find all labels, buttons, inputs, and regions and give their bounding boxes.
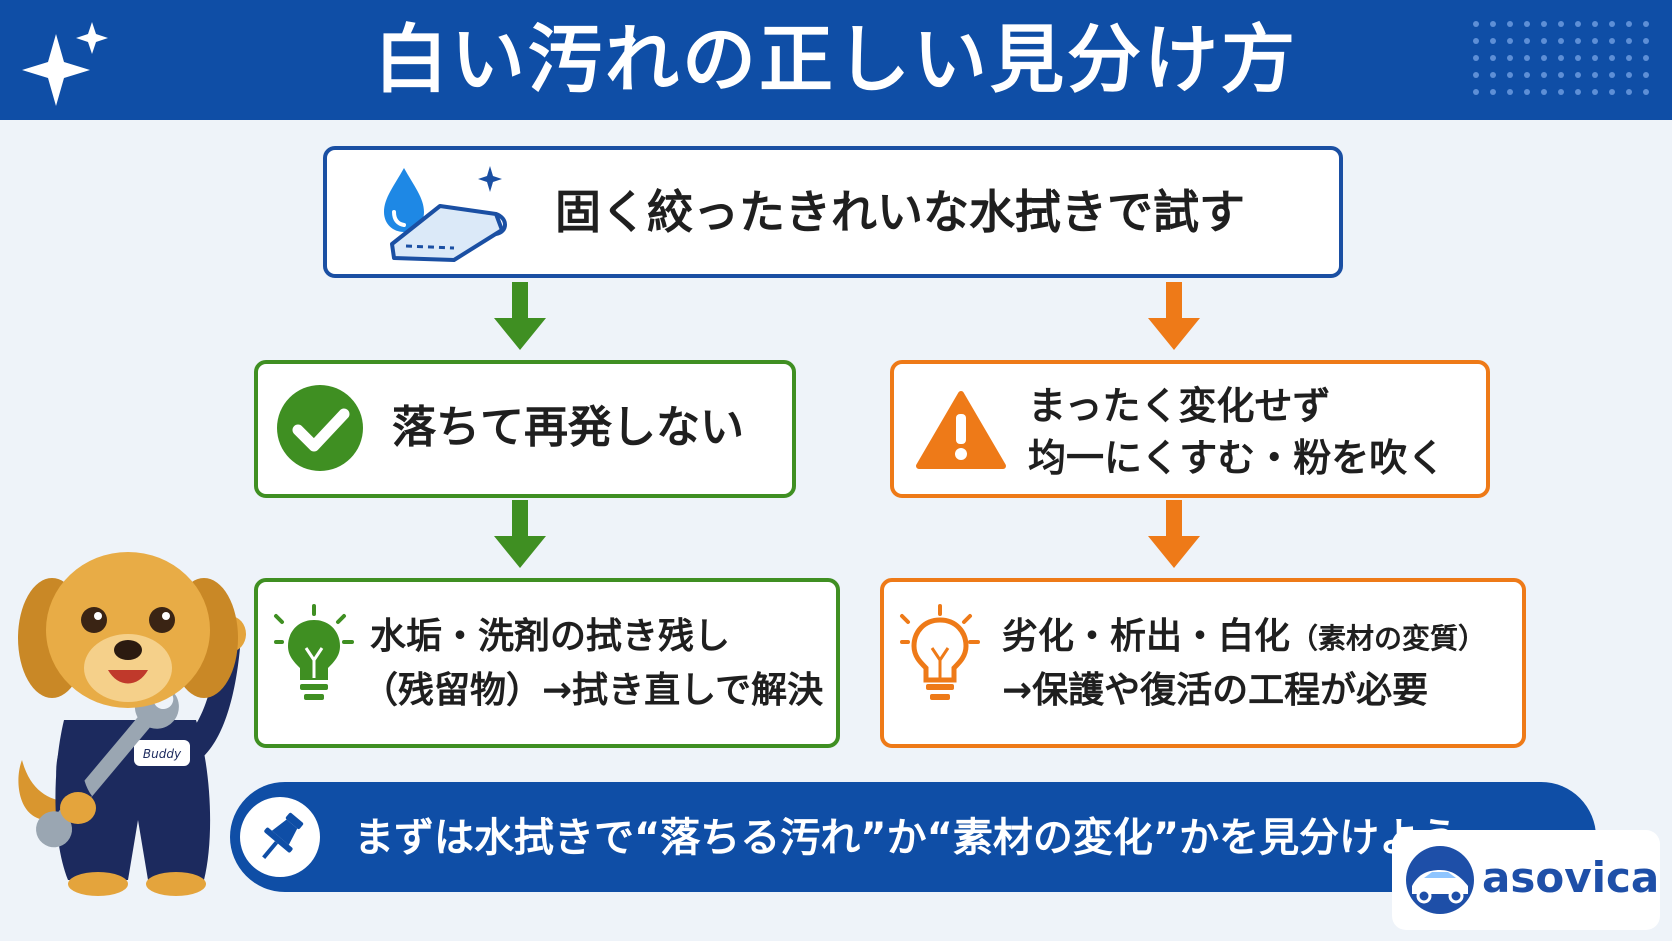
decoration-dot (1575, 89, 1581, 95)
result-ok-box (254, 578, 840, 748)
decoration-dot (1490, 38, 1496, 44)
decoration-dot (1473, 72, 1479, 78)
decoration-dot (1626, 21, 1632, 27)
decoration-dot (1473, 21, 1479, 27)
summary-banner (230, 782, 1596, 892)
result-ng-line2: →保護や復活の工程が必要 (1002, 670, 1429, 711)
lightbulb-icon (900, 604, 980, 700)
decoration-dot (1558, 21, 1564, 27)
decoration-dot (1558, 55, 1564, 61)
decoration-dot (1575, 21, 1581, 27)
decoration-dot (1473, 89, 1479, 95)
arrow-down-orange-1 (1148, 282, 1200, 350)
pushpin-icon (262, 812, 304, 859)
header-bar (0, 0, 1672, 120)
decoration-dot (1592, 72, 1598, 78)
decoration-dot (1541, 72, 1547, 78)
decoration-dot (1558, 72, 1564, 78)
result-ok-line1: 水垢・洗剤の拭き残し (370, 616, 731, 657)
decoration-dot (1626, 89, 1632, 95)
svg-text:Buddy: Buddy (143, 747, 182, 761)
decoration-dot (1473, 38, 1479, 44)
decoration-dot (1524, 55, 1530, 61)
sparkle-icon (22, 22, 108, 106)
arrow-down-green-2 (494, 500, 546, 568)
decoration-dot (1524, 89, 1530, 95)
decoration-dot (1541, 89, 1547, 95)
decoration-dot (1592, 38, 1598, 44)
decoration-dot (1643, 55, 1649, 61)
brand-logo-text: asovica (1482, 853, 1660, 902)
decoration-dot (1558, 38, 1564, 44)
decoration-dot (1575, 55, 1581, 61)
decoration-dot (1575, 72, 1581, 78)
decoration-dot (1626, 38, 1632, 44)
decoration-dot (1643, 38, 1649, 44)
check-circle-icon (277, 385, 363, 471)
summary-banner-text: まずは水拭きで“落ちる汚れ”か“素材の変化”かを見分けよう (354, 815, 1460, 861)
result-ng-line1-main: 劣化・析出・白化 (1002, 616, 1291, 657)
result-ng-box (880, 578, 1526, 748)
decoration-dot (1609, 89, 1615, 95)
branch-ng-box (890, 360, 1490, 498)
warning-icon (916, 391, 1006, 469)
decoration-dot (1609, 21, 1615, 27)
decoration-dot (1592, 21, 1598, 27)
branch-ng-text-line1: まったく変化せず (1028, 384, 1331, 428)
page-title: 白い汚れの正しい見分け方 (374, 17, 1298, 103)
decoration-dot (1490, 21, 1496, 27)
branch-ok-text: 落ちて再発しない (392, 402, 744, 453)
decoration-dot (1524, 38, 1530, 44)
decoration-dot (1609, 72, 1615, 78)
decoration-dot (1473, 55, 1479, 61)
branch-ng-text-line2: 均一にくすむ・粉を吹く (1028, 436, 1446, 480)
decoration-dot (1541, 38, 1547, 44)
dot-pattern-decoration (1473, 21, 1649, 95)
result-ng-line1-note: （素材の変質） (1290, 622, 1487, 655)
car-logo-icon (1406, 846, 1474, 914)
decoration-dot (1507, 55, 1513, 61)
decoration-dot (1558, 89, 1564, 95)
decoration-dot (1507, 21, 1513, 27)
branch-ok-box (254, 360, 796, 498)
decoration-dot (1507, 89, 1513, 95)
test-step-text: 固く絞ったきれいな水拭きで試す (555, 185, 1245, 239)
decoration-dot (1609, 55, 1615, 61)
result-ng-line1: 劣化・析出・白化（素材の変質） (1002, 610, 1486, 666)
decoration-dot (1575, 38, 1581, 44)
decoration-dot (1592, 55, 1598, 61)
name-badge (134, 740, 190, 766)
towel-icon (390, 204, 507, 262)
dog-mascot-illustration: Buddy (18, 552, 246, 896)
decoration-dot (1490, 55, 1496, 61)
decoration-dot (1643, 21, 1649, 27)
decoration-dot (1490, 72, 1496, 78)
decoration-dot (1643, 72, 1649, 78)
decoration-dot (1541, 21, 1547, 27)
decoration-dot (1609, 38, 1615, 44)
decoration-dot (1524, 72, 1530, 78)
decoration-dot (1524, 21, 1530, 27)
arrow-down-green-1 (494, 282, 546, 350)
decoration-dot (1507, 38, 1513, 44)
decoration-dot (1643, 89, 1649, 95)
result-ok-line2: （残留物）→拭き直しで解決 (362, 670, 824, 711)
decoration-dot (1592, 89, 1598, 95)
decoration-dot (1626, 72, 1632, 78)
decoration-dot (1490, 89, 1496, 95)
decoration-dot (1507, 72, 1513, 78)
arrow-down-orange-2 (1148, 500, 1200, 568)
water-drop-icon (384, 166, 502, 232)
decoration-dot (1541, 55, 1547, 61)
lightbulb-icon (274, 604, 354, 700)
decoration-dot (1626, 55, 1632, 61)
